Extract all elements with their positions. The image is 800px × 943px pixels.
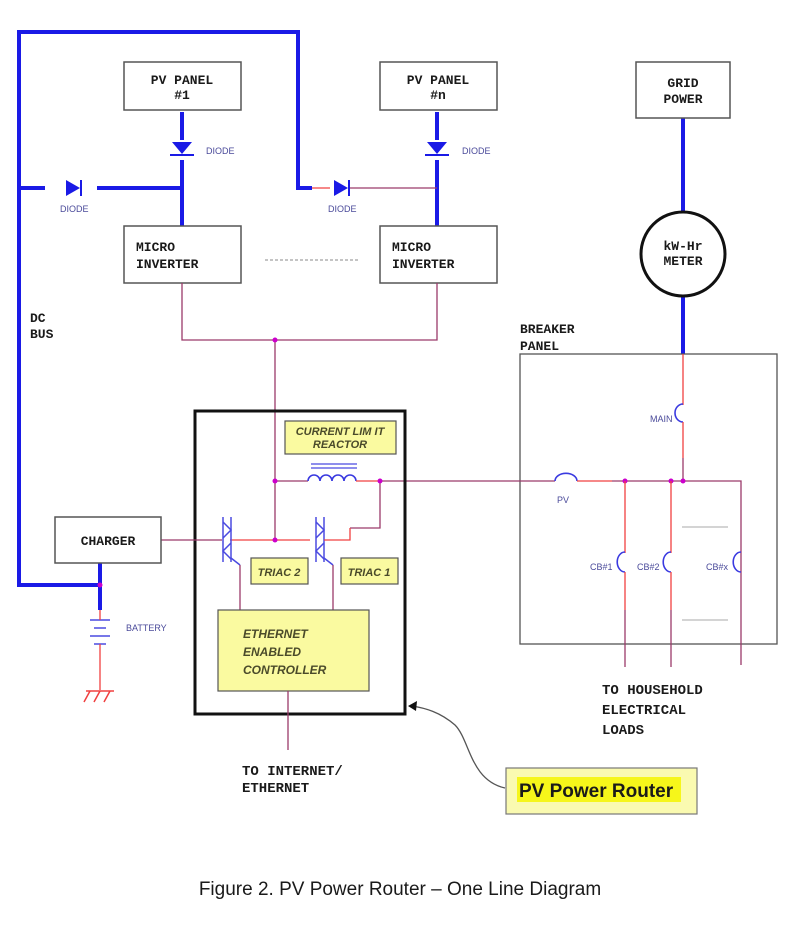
- grid-power-block: GRID POWER: [635, 61, 731, 119]
- diode-n-icon: [334, 180, 350, 196]
- breaker-panel-label: PANEL: [520, 339, 559, 354]
- cb1-label: CB#1: [590, 562, 613, 572]
- svg-text:POWER: POWER: [663, 92, 702, 107]
- triac-2-label-box: TRIAC 2: [250, 557, 309, 585]
- triac-1-label-box: TRIAC 1: [340, 557, 399, 585]
- junction-dot: [272, 478, 278, 484]
- svg-text:CONTROLLER: CONTROLLER: [243, 663, 327, 677]
- triac1-feed-wire: [324, 528, 351, 541]
- pv-breaker-label: PV: [557, 495, 569, 505]
- pv-power-router-box: [193, 409, 407, 716]
- svg-text:kW-Hr: kW-Hr: [663, 239, 702, 254]
- breaker-panel-label: BREAKER: [520, 322, 575, 337]
- load-bus-wire: [612, 480, 742, 665]
- cb2-label: CB#2: [637, 562, 660, 572]
- svg-text:#n: #n: [430, 88, 446, 103]
- svg-text:INVERTER: INVERTER: [136, 257, 199, 272]
- diode-label: DIODE: [60, 204, 89, 214]
- triac-2-icon: [221, 517, 241, 566]
- ethernet-controller-block: ETHERNET ENABLED CONTROLLER: [217, 609, 370, 692]
- svg-text:TRIAC 2: TRIAC 2: [258, 567, 301, 579]
- svg-text:INVERTER: INVERTER: [392, 257, 455, 272]
- triac-1-icon: [314, 517, 334, 566]
- svg-text:CHARGER: CHARGER: [81, 534, 136, 549]
- internet-label: ETHERNET: [242, 781, 309, 797]
- household-loads-label: ELECTRICAL: [602, 703, 686, 719]
- svg-text:REACTOR: REACTOR: [313, 439, 367, 451]
- battery-label: BATTERY: [126, 623, 167, 633]
- svg-text:CURRENT LIM IT: CURRENT LIM IT: [296, 426, 386, 438]
- svg-text:PV Power Router: PV Power Router: [519, 781, 674, 802]
- dc-bus-left-wire: [17, 188, 100, 587]
- charger-block: CHARGER: [54, 516, 162, 564]
- breaker-panel-box: [519, 353, 778, 645]
- junction-dot: [272, 337, 278, 343]
- household-loads-label: LOADS: [602, 723, 644, 739]
- diode-pv1-icon: [170, 142, 194, 156]
- diode-label: DIODE: [206, 146, 235, 156]
- pv-breaker-icon: [554, 472, 578, 482]
- svg-text:#1: #1: [174, 88, 190, 103]
- dc-bus-label: DC: [30, 311, 46, 326]
- household-loads-label: TO HOUSEHOLD: [602, 683, 703, 699]
- cbx-breaker-icon: [732, 551, 742, 573]
- ground-icon: [83, 690, 114, 703]
- pv-panel-n-block: PV PANEL #n: [379, 61, 498, 111]
- cb2-breaker-icon: [662, 551, 672, 573]
- diode-1-out-wire: [97, 186, 184, 226]
- junction-dot: [97, 582, 103, 588]
- svg-text:GRID: GRID: [667, 76, 698, 91]
- svg-text:ENABLED: ENABLED: [243, 645, 301, 659]
- diode-1-icon: [66, 180, 82, 196]
- dc-bus-label: BUS: [30, 327, 54, 342]
- svg-text:PV PANEL: PV PANEL: [407, 73, 470, 88]
- svg-text:MICRO: MICRO: [392, 240, 431, 255]
- pv-panel-1-block: PV PANEL #1: [123, 61, 242, 111]
- micro-inverter-n-block: MICRO INVERTER: [379, 225, 498, 284]
- arrowhead-icon: [408, 701, 417, 711]
- junction-dot: [272, 537, 278, 543]
- diode-pvn-icon: [425, 142, 449, 156]
- pv-power-router-callout: PV Power Router: [505, 767, 698, 815]
- diode-label: DIODE: [328, 204, 357, 214]
- figure-caption: Figure 2. PV Power Router – One Line Dia…: [199, 879, 601, 900]
- callout-arrow: [411, 705, 506, 789]
- svg-text:MICRO: MICRO: [136, 240, 175, 255]
- battery-icon: [90, 619, 110, 645]
- current-limit-reactor-block: CURRENT LIM IT REACTOR: [284, 420, 397, 455]
- main-breaker-label: MAIN: [650, 414, 673, 424]
- svg-text:PV PANEL: PV PANEL: [151, 73, 214, 88]
- svg-text:TRIAC 1: TRIAC 1: [348, 567, 391, 579]
- cbx-label: CB#x: [706, 562, 729, 572]
- reactor-coil-icon: [307, 463, 357, 482]
- triac1-feed-wire: [350, 481, 381, 529]
- svg-text:ETHERNET: ETHERNET: [243, 627, 309, 641]
- main-breaker-icon: [674, 403, 684, 423]
- dc-bus-wire: [17, 30, 312, 190]
- svg-text:METER: METER: [663, 254, 702, 269]
- diode-label: DIODE: [462, 146, 491, 156]
- micro-inverter-1-block: MICRO INVERTER: [123, 225, 242, 284]
- junction-dot: [377, 478, 383, 484]
- inverter-ac-wire: [181, 283, 438, 341]
- internet-label: TO INTERNET/: [242, 764, 343, 780]
- cb1-breaker-icon: [616, 551, 626, 573]
- junction-dot: [680, 478, 686, 484]
- kwh-meter: kW-Hr METER: [639, 210, 727, 298]
